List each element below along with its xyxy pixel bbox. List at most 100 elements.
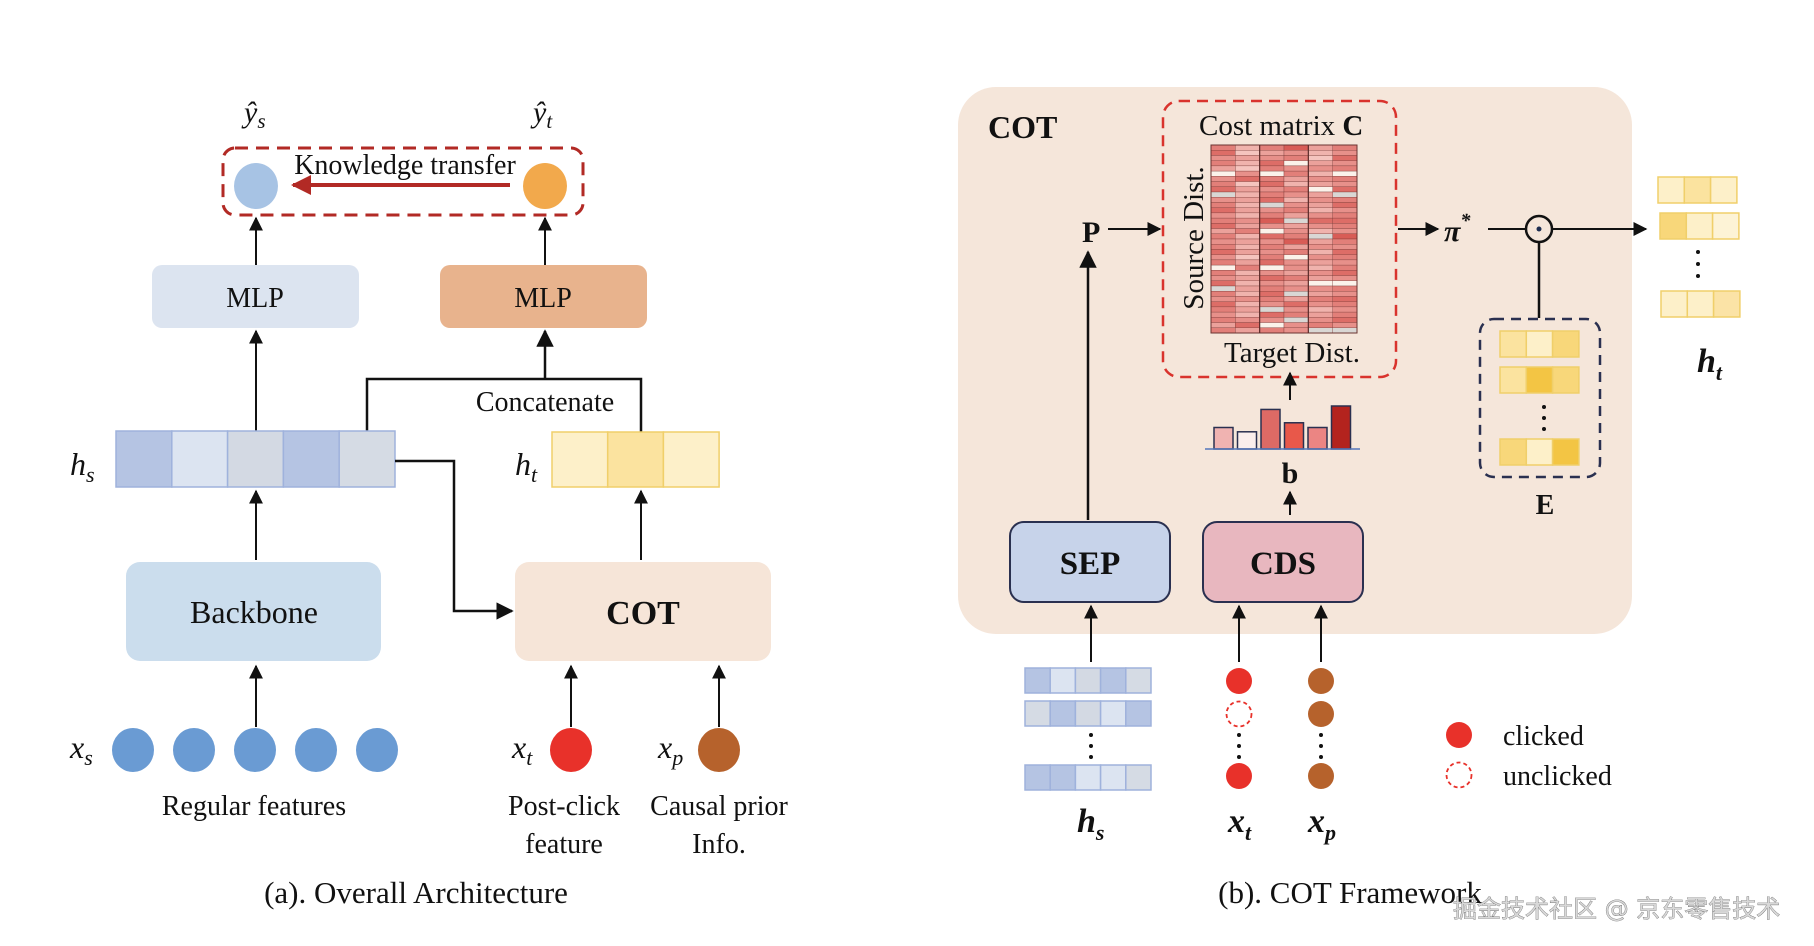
heatmap-cell <box>1308 327 1333 334</box>
p-label: P <box>1082 216 1100 249</box>
xp-label: xp <box>657 729 683 770</box>
concatenate-connector <box>365 377 643 432</box>
heatmap-cell <box>1332 170 1358 177</box>
heatmap-cell <box>1283 301 1309 308</box>
vector-cell <box>1099 700 1127 727</box>
target-dist-label: Target Dist. <box>1224 337 1360 369</box>
heatmap-cell <box>1332 191 1358 198</box>
knowledge-transfer-box <box>221 146 585 217</box>
heatmap-cell <box>1235 238 1260 245</box>
source-dist-label: Source Dist. <box>1178 166 1210 309</box>
heatmap-cell <box>1283 317 1309 323</box>
heatmap-cell <box>1210 306 1236 313</box>
heatmap-cell <box>1332 155 1358 161</box>
heatmap-cell <box>1308 259 1333 266</box>
heatmap-cell <box>1308 150 1333 156</box>
heatmap-cell <box>1332 181 1358 187</box>
feature-node <box>112 728 154 772</box>
heatmap-cell <box>1210 291 1236 297</box>
heatmap-cell <box>1283 296 1309 302</box>
heatmap-cell <box>1332 311 1358 318</box>
yhat-s-label: ŷs <box>241 96 266 133</box>
heatmap-cell <box>1235 228 1260 234</box>
heatmap-cell <box>1308 317 1333 323</box>
heatmap-cell <box>1235 291 1260 297</box>
feature-node <box>234 728 276 772</box>
feature-node <box>295 728 337 772</box>
b-bar <box>1307 426 1328 450</box>
heatmap-cell <box>1308 170 1333 177</box>
vector-cell <box>1685 212 1714 240</box>
hs-input-row <box>1024 764 1152 791</box>
sep-block <box>1009 521 1171 603</box>
heatmap-cell <box>1283 275 1309 281</box>
heatmap-cell <box>1283 212 1309 219</box>
heatmap-cell <box>1235 217 1260 224</box>
heatmap-cell <box>1210 317 1236 323</box>
heatmap-cell <box>1235 301 1260 308</box>
heatmap-cell <box>1235 150 1260 156</box>
b-bar <box>1213 426 1234 450</box>
vector-cell <box>1125 667 1152 694</box>
heatmap-cell <box>1259 259 1285 266</box>
heatmap-cell <box>1259 202 1285 208</box>
vector-cell <box>1074 667 1102 694</box>
heatmap-cell <box>1210 202 1236 208</box>
heatmap-cell <box>1235 207 1260 214</box>
heatmap-cell <box>1283 217 1309 224</box>
vector-cell <box>1525 330 1554 358</box>
heatmap-cell <box>1283 322 1309 328</box>
feature-node <box>356 728 398 772</box>
vector-cell <box>1525 366 1554 394</box>
heatmap-cell <box>1259 238 1285 245</box>
heatmap-cell <box>1210 275 1236 281</box>
vector-cell <box>1099 764 1127 791</box>
regular-feature-nodes <box>112 728 398 772</box>
heatmap-cell <box>1332 186 1358 193</box>
heatmap-cell <box>1308 197 1333 203</box>
heatmap-cell <box>1210 186 1236 193</box>
heatmap-cell <box>1308 270 1333 276</box>
heatmap-cell <box>1235 176 1260 182</box>
heatmap-cell <box>1259 280 1285 287</box>
concatenate-label: Concatenate <box>476 387 614 418</box>
heatmap-cell <box>1210 249 1236 255</box>
heatmap-cell <box>1308 144 1333 151</box>
heatmap-cell <box>1283 280 1309 287</box>
heatmap-cell <box>1235 155 1260 161</box>
yhat-t-node <box>523 163 567 209</box>
ht-output-rows <box>1657 176 1741 318</box>
heatmap-cell <box>1235 317 1260 323</box>
heatmap-cell <box>1308 217 1333 224</box>
heatmap-cell <box>1235 170 1260 177</box>
heatmap-cell <box>1308 311 1333 318</box>
mlp-source-block <box>152 265 359 328</box>
heatmap-cell <box>1210 238 1236 245</box>
vector-cell <box>662 431 720 488</box>
heatmap-cell <box>1332 228 1358 234</box>
backbone-block <box>126 562 381 661</box>
e-embedding-box <box>1478 317 1602 479</box>
heatmap-cell <box>1308 207 1333 214</box>
causal-prior-node <box>698 728 740 772</box>
cost-matrix-title: Cost matrix C <box>1199 110 1363 142</box>
post-click-label-2: feature <box>525 829 603 860</box>
heatmap-cell <box>1235 296 1260 302</box>
heatmap-cell <box>1235 322 1260 328</box>
caption-a: (a). Overall Architecture <box>264 875 568 910</box>
causal-prior-node <box>1308 701 1334 727</box>
cot-inputs: hs xt xp clicked unclicked (b). COT Fram… <box>1024 667 1612 910</box>
heatmap-cell <box>1210 233 1236 240</box>
heatmap-cell <box>1235 223 1260 229</box>
heatmap-cell <box>1259 291 1285 297</box>
heatmap-cell <box>1283 306 1309 313</box>
regular-features-label: Regular features <box>162 791 346 822</box>
hs-vector-row <box>115 430 396 488</box>
heatmap-cell <box>1332 317 1358 323</box>
heatmap-cell <box>1210 301 1236 308</box>
vector-cell <box>115 430 173 488</box>
heatmap-cell <box>1235 280 1260 287</box>
heatmap-cell <box>1283 150 1309 156</box>
heatmap-cell <box>1210 176 1236 182</box>
